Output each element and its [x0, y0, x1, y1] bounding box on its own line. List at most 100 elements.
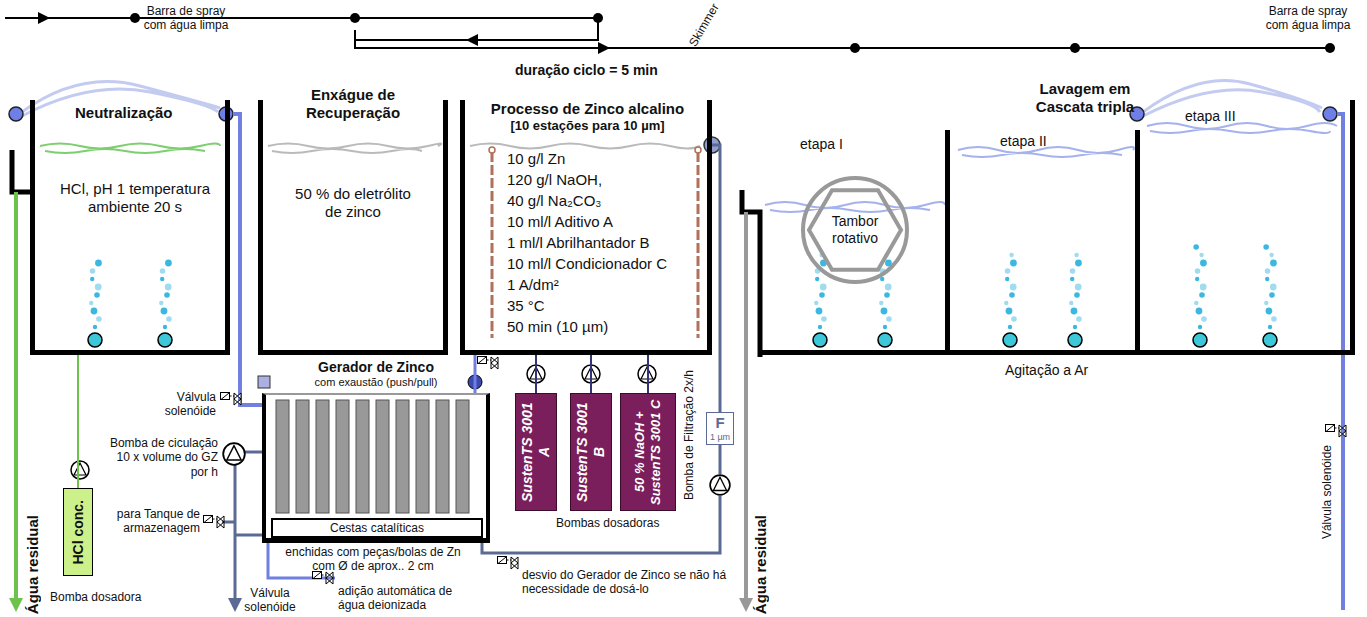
air-bubbles	[1004, 301, 1008, 305]
node-heading: etapa II	[1000, 133, 1047, 150]
electrode	[695, 147, 701, 153]
annotation-label: Água residual	[24, 515, 42, 614]
liquid-surface	[1147, 123, 1337, 133]
air-bubbles	[1200, 260, 1207, 267]
zinc-rod	[416, 400, 429, 513]
zinc-rod	[276, 400, 289, 513]
rotating-drum: Tambor rotativo	[800, 175, 910, 285]
pipe-connector	[535, 355, 537, 393]
spray-nozzle	[9, 107, 23, 121]
exhaust	[258, 376, 270, 388]
air-bubbles	[1263, 333, 1277, 347]
air-bubbles	[95, 284, 102, 291]
dosing-container: SustenTS 3001 A	[515, 393, 557, 511]
zinc-rod	[336, 400, 349, 513]
tank-wall	[12, 150, 30, 192]
air-bubbles	[91, 308, 98, 315]
air-bubbles	[879, 301, 883, 305]
annotation-label: Válvula solenóide	[1320, 445, 1334, 539]
valve-symbol	[221, 393, 242, 406]
air-bubbles	[1005, 268, 1011, 274]
annotation-label: para Tanque de armazenagem	[108, 507, 200, 536]
annotation-label: desvio do Gerador de Zinco se não há nec…	[522, 568, 737, 597]
annotation-label: Skimmer	[686, 1, 722, 49]
pump-symbol	[71, 461, 89, 479]
node-heading: HCl conc.	[70, 500, 87, 565]
node-heading: Tambor rotativo	[815, 213, 895, 247]
air-bubbles	[90, 268, 96, 274]
node-text: com exaustão (push/pull)	[266, 376, 486, 389]
air-bubbles	[1263, 244, 1269, 250]
node-heading: Lavagem em Cascata tripla	[1015, 80, 1155, 116]
node-text: 1 µm	[710, 432, 730, 443]
zinc-rod	[316, 400, 329, 513]
air-bubbles	[90, 277, 94, 281]
pump-symbol	[223, 443, 245, 465]
air-bubbles	[165, 260, 172, 267]
air-bubbles	[819, 292, 825, 298]
air-bubbles	[1194, 301, 1198, 305]
air-bubbles	[1076, 316, 1082, 322]
valve-symbol	[204, 357, 1347, 585]
air-bubbles	[815, 277, 819, 281]
air-bubbles	[1006, 308, 1013, 315]
node-text: 50 % do eletrólito de zinco	[293, 185, 413, 221]
air-bubbles	[88, 333, 102, 347]
air-bubbles	[1264, 301, 1268, 305]
pipe-connector	[77, 355, 79, 488]
electrode	[697, 152, 700, 338]
node-heading: etapa I	[800, 136, 843, 153]
node-heading: etapa III	[1185, 108, 1236, 125]
air-bubbles	[1009, 253, 1013, 257]
air-bubbles	[161, 308, 168, 315]
zinc-rod	[456, 400, 469, 513]
tank-wall	[12, 150, 760, 357]
air-bubbles	[1271, 316, 1277, 322]
cascade-rinse-group: Tambor rotativo etapa I etapa II etapa III L…	[740, 80, 1360, 355]
air-bubbles	[1266, 308, 1273, 315]
arrowhead	[739, 598, 753, 612]
neutralization-tank: NeutralizaçãoHCl, pH 1 temperatura ambie…	[30, 100, 230, 355]
node-text: 50 min (10 µm)	[507, 318, 608, 336]
timeline-marks	[350, 13, 360, 23]
zinc-rod	[376, 400, 389, 513]
rinse-stage: etapa III	[1140, 100, 1355, 355]
liquid-surface	[470, 144, 700, 149]
air-bubbles	[1199, 292, 1205, 298]
annotation-label: adição automática de água deionizada	[338, 584, 460, 613]
air-bubbles	[884, 292, 890, 298]
node-heading: Processo de Zinco alcalino	[480, 100, 695, 118]
zinc-generator: Cestas catalíticasGerador de Zincocom ex…	[262, 393, 490, 543]
air-bubbles	[166, 316, 172, 322]
timeline-marks	[466, 34, 478, 46]
air-bubbles	[1265, 268, 1271, 274]
pipe	[222, 452, 262, 600]
electrode	[489, 147, 495, 153]
node-heading: SustenTS 3001 A	[519, 396, 553, 508]
acid-container: HCl conc.	[63, 488, 93, 576]
zinc-rod	[296, 400, 309, 513]
annotation-label: Água residual	[752, 515, 770, 614]
node-text: 1 ml/l Abrilhantador B	[507, 234, 650, 252]
air-bubbles	[1074, 253, 1078, 257]
timeline-marks	[1325, 43, 1335, 53]
air-bubbles	[96, 316, 102, 322]
air-bubbles	[878, 333, 892, 347]
node-text: 10 ml/l Aditivo A	[507, 213, 613, 231]
air-bubbles	[95, 260, 102, 267]
pump-symbol	[710, 475, 730, 495]
air-bubbles	[1009, 292, 1015, 298]
air-bubbles	[1193, 244, 1199, 250]
pipe-connector	[647, 355, 649, 393]
air-bubbles	[89, 301, 93, 305]
annotation-label: enchidas com peças/bolas de Zn com Ø de …	[278, 545, 468, 574]
air-bubbles	[1270, 260, 1277, 267]
annotation-label: Válvula solenóide	[136, 390, 216, 419]
electrode	[489, 147, 701, 338]
air-bubbles	[164, 292, 170, 298]
timeline-marks	[38, 12, 50, 24]
air-bubbles	[1196, 308, 1203, 315]
annotation-label: Bomba de Filtração 2x/h	[682, 370, 696, 500]
arrowhead	[228, 598, 242, 612]
